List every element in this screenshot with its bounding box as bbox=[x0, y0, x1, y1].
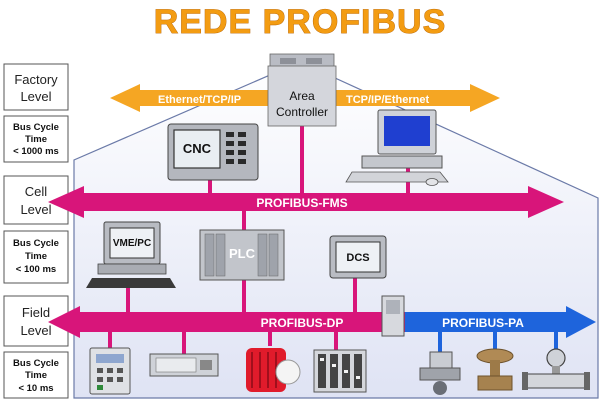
pc-keyboard bbox=[345, 171, 449, 183]
pc-screen bbox=[384, 116, 430, 146]
ethernet-right-label: TCP/IP/Ethernet bbox=[346, 94, 429, 106]
dp-label: PROFIBUS-DP bbox=[261, 316, 344, 330]
vme-base bbox=[97, 263, 167, 275]
dcs-screen bbox=[335, 241, 381, 273]
drive-module bbox=[149, 353, 219, 377]
pa-arrow bbox=[405, 306, 596, 338]
motor bbox=[246, 348, 301, 392]
fms-label: PROFIBUS-FMS bbox=[256, 196, 347, 210]
workstation-pc bbox=[345, 109, 449, 186]
page-title: REDE PROFIBUS bbox=[154, 3, 447, 41]
vme-screen bbox=[109, 227, 155, 259]
factory-level-name-2: Level bbox=[20, 89, 51, 104]
area-controller-label-2: Controller bbox=[276, 105, 328, 119]
cell-cycle-box bbox=[3, 230, 69, 284]
field-cycle-box bbox=[3, 351, 69, 399]
pa-valve bbox=[419, 351, 461, 395]
io-module bbox=[89, 347, 131, 395]
ethernet-left-label: Ethernet/TCP/IP bbox=[158, 94, 241, 106]
factory-level-name-1: Factory bbox=[14, 72, 58, 87]
area-controller: Area Controller bbox=[267, 53, 337, 127]
vme-pc-device: VME/PC bbox=[86, 221, 176, 288]
coupler-panel bbox=[386, 300, 400, 314]
dcs-device: DCS bbox=[329, 235, 387, 279]
cell-cycle-1: Bus Cycle bbox=[13, 238, 59, 249]
vme-pc-label: VME/PC bbox=[113, 238, 151, 249]
dp-pa-coupler bbox=[381, 295, 405, 337]
plc-device: PLC bbox=[199, 229, 285, 281]
area-controller-body bbox=[267, 65, 337, 127]
plc-modules bbox=[204, 233, 279, 277]
pa-actuator bbox=[476, 348, 514, 391]
cnc-device: CNC bbox=[167, 123, 259, 181]
fms-arrow bbox=[48, 186, 564, 218]
factory-cycle-1: Bus Cycle bbox=[13, 122, 59, 133]
field-cycle-1: Bus Cycle bbox=[13, 358, 59, 369]
area-controller-slot bbox=[280, 58, 296, 64]
cnc-screen bbox=[173, 129, 221, 169]
factory-cycle-box bbox=[3, 115, 69, 163]
cell-level-name-1: Cell bbox=[25, 184, 48, 199]
pa-flow-meter bbox=[522, 348, 590, 390]
field-level-name-2: Level bbox=[20, 323, 51, 338]
cell-cycle-3: < 100 ms bbox=[16, 264, 56, 275]
io-rack bbox=[313, 349, 367, 393]
factory-cycle-2: Time bbox=[25, 134, 47, 145]
factory-level-box bbox=[3, 63, 69, 111]
pa-label: PROFIBUS-PA bbox=[442, 316, 524, 330]
field-cycle-3: < 10 ms bbox=[18, 383, 53, 394]
field-level-name-1: Field bbox=[22, 305, 50, 320]
field-cycle-2: Time bbox=[25, 370, 47, 381]
pc-base bbox=[361, 155, 443, 169]
vme-keyboard bbox=[86, 278, 176, 288]
dp-arrow bbox=[48, 306, 405, 338]
area-controller-slot-2 bbox=[306, 58, 322, 64]
cell-level-name-2: Level bbox=[20, 202, 51, 217]
level-column: Factory Level Bus Cycle Time < 1000 ms C… bbox=[3, 63, 69, 399]
area-controller-label-1: Area bbox=[289, 89, 315, 103]
pc-mouse bbox=[425, 178, 439, 186]
plc-label: PLC bbox=[229, 246, 256, 261]
cnc-keypad bbox=[226, 132, 246, 164]
factory-cycle-3: < 1000 ms bbox=[13, 146, 59, 157]
dcs-label: DCS bbox=[346, 252, 369, 264]
cnc-label: CNC bbox=[183, 141, 212, 156]
cell-cycle-2: Time bbox=[25, 251, 47, 262]
